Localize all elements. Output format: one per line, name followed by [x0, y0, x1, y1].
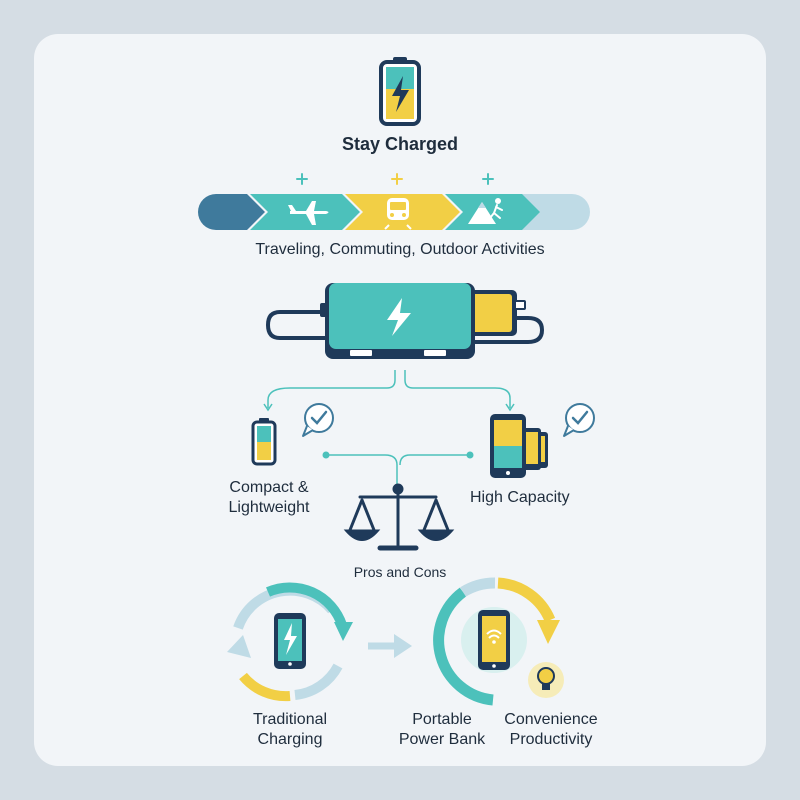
- compact-line: Compact &: [216, 478, 322, 498]
- portable-power-bank-label: Portable Power Bank: [392, 710, 492, 750]
- check-bubble-icon-right: [564, 404, 594, 436]
- traditional-charging-label: Traditional Charging: [230, 710, 350, 750]
- charging-line: Charging: [230, 730, 350, 750]
- check-bubble-icon-left: [303, 404, 333, 436]
- cycle-arrowhead-teal: [334, 622, 353, 641]
- connector-dot-left: [323, 452, 330, 459]
- small-battery-icon: [253, 418, 275, 464]
- balance-scale-icon: [347, 485, 451, 548]
- transition-arrow-icon: [368, 634, 412, 658]
- page-title: Stay Charged: [300, 134, 500, 154]
- cycle-arrowhead-light: [227, 635, 251, 658]
- portable-line: Portable: [392, 710, 492, 730]
- charging-phone-icon: [274, 613, 306, 669]
- compact-lightweight-label: Compact & Lightweight: [216, 478, 322, 518]
- high-capacity-label: High Capacity: [470, 488, 600, 508]
- phones-icon: [490, 414, 548, 478]
- productivity-line: Productivity: [496, 730, 606, 750]
- convenience-line: Convenience: [496, 710, 606, 730]
- branch-lines: [264, 370, 514, 485]
- power-bank-illustration: [268, 283, 542, 359]
- lightweight-line: Lightweight: [216, 498, 322, 518]
- power-bank-line: Power Bank: [392, 730, 492, 750]
- plus-markers: [297, 174, 493, 184]
- cycle-arrowhead-yellow: [537, 620, 560, 644]
- pros-cons-label: Pros and Cons: [330, 562, 470, 582]
- lightbulb-icon: [528, 662, 564, 698]
- connector-dot-right: [467, 452, 474, 459]
- wifi-phone-icon: [478, 610, 510, 670]
- battery-charging-icon: [381, 57, 419, 124]
- traditional-line: Traditional: [230, 710, 350, 730]
- benefits-label: Convenience Productivity: [496, 710, 606, 750]
- scenarios-caption: Traveling, Commuting, Outdoor Activities: [220, 240, 580, 260]
